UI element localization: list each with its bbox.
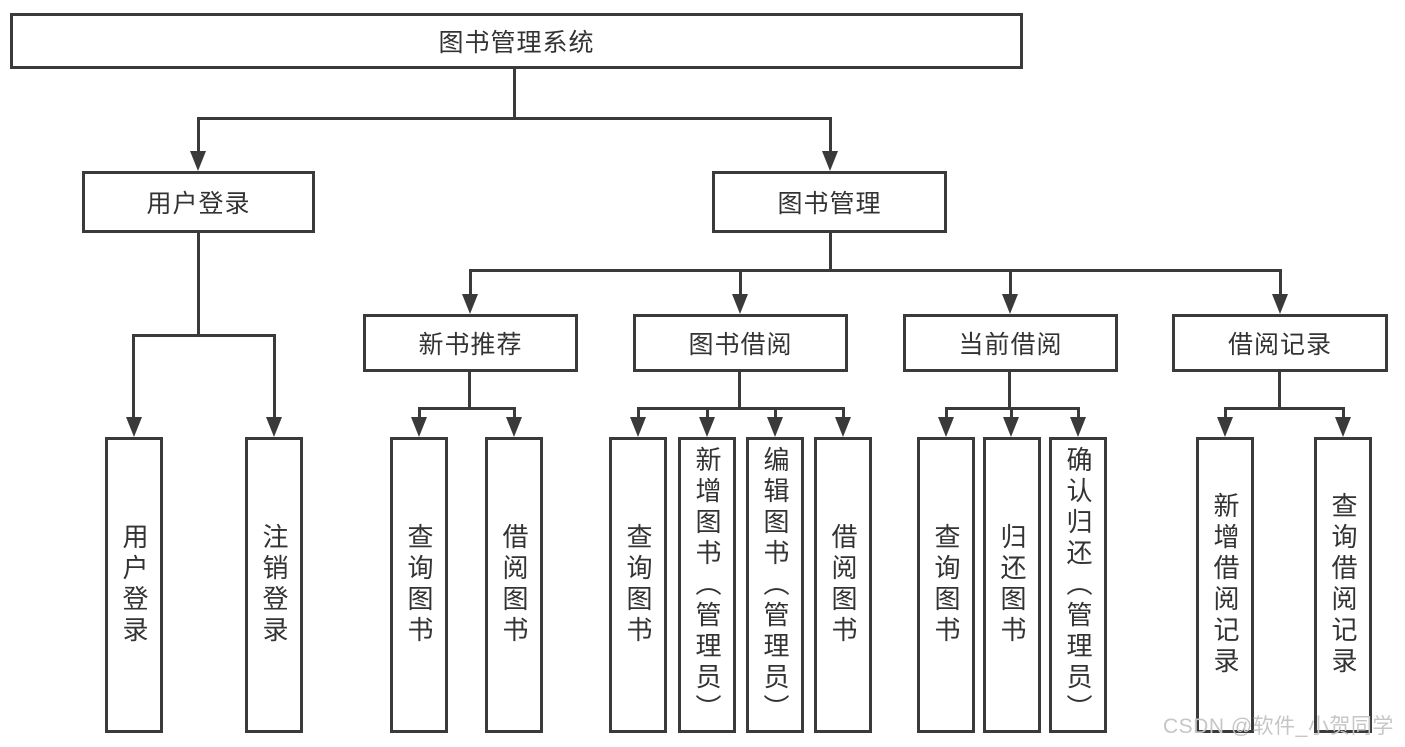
connector-line: [774, 407, 777, 419]
connector-line: [1224, 407, 1227, 419]
connector-line: [1010, 407, 1013, 419]
connector-line: [197, 117, 200, 153]
connector-line: [1009, 269, 1012, 296]
node-leaf-nb-query-book: 查询图书: [390, 437, 448, 733]
node-user-login: 用户登录: [82, 171, 315, 233]
connector-line: [469, 269, 472, 296]
node-leaf-nb-query-book-label: 查询图书: [404, 523, 434, 647]
node-borrow-records-label: 借阅记录: [1227, 331, 1332, 359]
connector-line: [739, 269, 742, 296]
node-leaf-user-login: 用户登录: [105, 437, 163, 733]
connector-line: [132, 334, 135, 418]
node-book-borrow-label: 图书借阅: [688, 331, 793, 359]
arrow-down-icon: [835, 417, 851, 437]
connector-line: [637, 407, 640, 419]
node-leaf-cb-query-book: 查询图书: [917, 437, 975, 733]
arrow-down-icon: [822, 151, 838, 171]
arrow-down-icon: [1002, 294, 1018, 314]
arrow-down-icon: [1070, 417, 1086, 437]
node-new-book-recommend: 新书推荐: [363, 314, 578, 372]
connector-line: [197, 117, 832, 120]
node-leaf-nb-borrow-book-label: 借阅图书: [499, 523, 529, 647]
node-leaf-br-query-record: 查询借阅记录: [1314, 437, 1372, 733]
node-root: 图书管理系统: [10, 13, 1023, 69]
node-leaf-bb-add-book-admin-label: 新增图书（管理员）: [692, 445, 722, 725]
arrow-down-icon: [1003, 417, 1019, 437]
node-leaf-bb-edit-book-admin-label: 编辑图书（管理员）: [760, 445, 790, 725]
node-leaf-br-add-record-label: 新增借阅记录: [1210, 492, 1240, 678]
arrow-down-icon: [506, 417, 522, 437]
watermark: CSDN @软件_小贺同学: [1163, 715, 1394, 738]
node-root-label: 图书管理系统: [438, 29, 595, 57]
arrow-down-icon: [938, 417, 954, 437]
node-new-book-recommend-label: 新书推荐: [418, 331, 523, 359]
node-leaf-logout-label: 注销登录: [259, 523, 289, 647]
connector-line: [418, 407, 421, 419]
connector-line: [738, 370, 741, 410]
node-book-borrow: 图书借阅: [633, 314, 848, 372]
node-current-borrow: 当前借阅: [903, 314, 1118, 372]
node-borrow-records: 借阅记录: [1172, 314, 1388, 372]
connector-line: [1342, 407, 1345, 419]
arrow-down-icon: [266, 417, 282, 437]
arrow-down-icon: [126, 417, 142, 437]
node-leaf-br-query-record-label: 查询借阅记录: [1328, 492, 1358, 678]
arrow-down-icon: [462, 294, 478, 314]
node-leaf-bb-borrow-book: 借阅图书: [814, 437, 872, 733]
connector-line: [468, 370, 471, 410]
arrow-down-icon: [1217, 417, 1233, 437]
arrow-down-icon: [630, 417, 646, 437]
node-leaf-bb-add-book-admin: 新增图书（管理员）: [678, 437, 736, 733]
node-leaf-cb-query-book-label: 查询图书: [931, 523, 961, 647]
connector-line: [829, 117, 832, 153]
connector-line: [1279, 269, 1282, 296]
node-leaf-bb-edit-book-admin: 编辑图书（管理员）: [746, 437, 804, 733]
node-leaf-br-add-record: 新增借阅记录: [1196, 437, 1254, 733]
connector-line: [418, 407, 516, 410]
connector-line: [945, 407, 948, 419]
connector-line: [1077, 407, 1080, 419]
connector-line: [197, 231, 200, 337]
node-user-login-label: 用户登录: [146, 190, 251, 218]
arrow-down-icon: [699, 417, 715, 437]
connector-line: [469, 269, 1282, 272]
connector-line: [273, 334, 276, 418]
arrow-down-icon: [1272, 294, 1288, 314]
node-leaf-logout: 注销登录: [245, 437, 303, 733]
node-leaf-bb-borrow-book-label: 借阅图书: [828, 523, 858, 647]
node-current-borrow-label: 当前借阅: [958, 331, 1063, 359]
connector-line: [1224, 407, 1345, 410]
arrow-down-icon: [411, 417, 427, 437]
node-leaf-bb-query-book: 查询图书: [609, 437, 667, 733]
connector-line: [637, 407, 845, 410]
connector-line: [829, 231, 832, 272]
connector-line: [513, 68, 516, 120]
node-leaf-cb-return-book-label: 归还图书: [997, 523, 1027, 647]
connector-line: [513, 407, 516, 419]
node-leaf-cb-confirm-return-admin: 确认归还（管理员）: [1049, 437, 1107, 733]
arrow-down-icon: [1335, 417, 1351, 437]
connector-line: [842, 407, 845, 419]
node-book-management: 图书管理: [712, 171, 947, 233]
node-leaf-user-login-label: 用户登录: [119, 523, 149, 647]
connector-line: [706, 407, 709, 419]
node-leaf-nb-borrow-book: 借阅图书: [485, 437, 543, 733]
node-leaf-cb-confirm-return-admin-label: 确认归还（管理员）: [1063, 445, 1093, 725]
arrow-down-icon: [767, 417, 783, 437]
arrow-down-icon: [732, 294, 748, 314]
connector-line: [132, 334, 276, 337]
arrow-down-icon: [190, 151, 206, 171]
connector-line: [1278, 370, 1281, 410]
node-book-management-label: 图书管理: [777, 190, 882, 218]
node-leaf-bb-query-book-label: 查询图书: [623, 523, 653, 647]
node-leaf-cb-return-book: 归还图书: [983, 437, 1041, 733]
connector-line: [1008, 370, 1011, 410]
